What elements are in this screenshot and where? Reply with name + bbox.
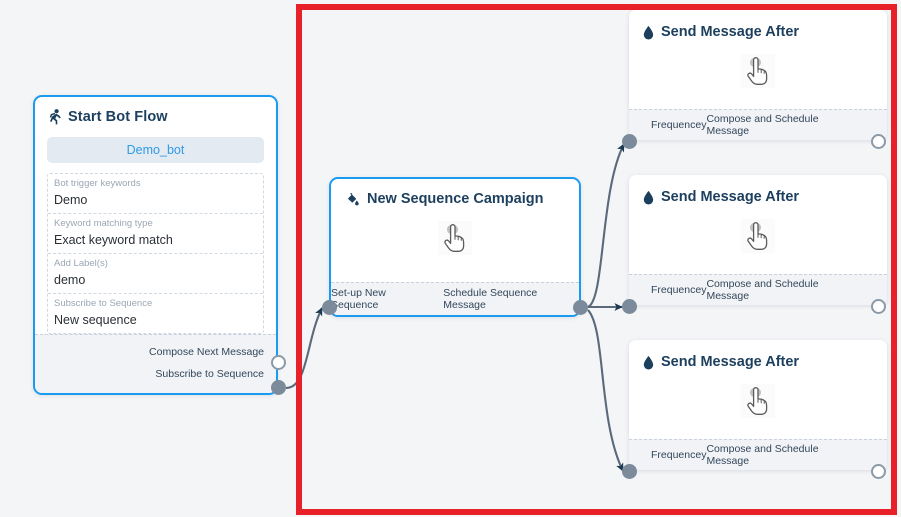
edge-subscribe-to-setup [285,307,323,390]
card-1-body [629,40,887,102]
card-2-header: Send Message After [629,175,887,205]
card-2-title: Send Message After [661,189,800,205]
port-label-frequencey: Frequencey [651,284,707,296]
node-send-message-after-2[interactable]: Send Message After Frequencey Compose an… [629,175,887,305]
field-label: Add Label(s) [54,258,108,269]
field-label: Bot trigger keywords [54,178,141,189]
edge-schedule-to-card-1 [587,143,625,308]
port-frequencey-3[interactable] [622,464,637,479]
port-setup-new-sequence[interactable] [322,300,337,315]
bot-name-pill[interactable]: Demo_bot [47,137,264,163]
node-start-bot-flow[interactable]: Start Bot Flow Demo_bot Bot trigger keyw… [33,95,278,395]
pointing-hand-cursor-icon [438,221,472,255]
port-label-setup-new-sequence: Set-up New Sequence [331,287,386,311]
field-bot-trigger-keywords[interactable]: Bot trigger keywords Demo [48,174,263,214]
card-1-header: Send Message After [629,10,887,40]
start-node-title: Start Bot Flow [68,109,168,125]
card-3-body [629,370,887,432]
start-node-footer: Compose Next Message Subscribe to Sequen… [35,334,276,393]
port-compose-and-schedule-message-2[interactable] [871,299,886,314]
field-label: Subscribe to Sequence [54,298,153,309]
port-compose-and-schedule-message-3[interactable] [871,464,886,479]
port-label-compose-and-schedule-message: Compose and Schedule Message [706,443,819,467]
port-schedule-sequence-message[interactable] [573,300,588,315]
field-value: New sequence [54,313,137,327]
node-send-message-after-1[interactable]: Send Message After Frequencey Compose an… [629,10,887,140]
field-label: Keyword matching type [54,218,153,229]
port-frequencey-2[interactable] [622,299,637,314]
node-send-message-after-3[interactable]: Send Message After Frequencey Compose an… [629,340,887,470]
port-label-compose-next-message: Compose Next Message [149,346,264,358]
field-keyword-matching-type[interactable]: Keyword matching type Exact keyword matc… [48,214,263,254]
pointing-hand-cursor-icon [741,384,775,418]
card-3-footer: Frequencey Compose and Schedule Message [629,439,887,470]
port-label-compose-and-schedule-message: Compose and Schedule Message [706,113,819,137]
port-label-frequencey: Frequencey [651,119,707,131]
node-new-sequence-campaign[interactable]: New Sequence Campaign Set-up New Sequenc… [329,177,581,317]
card-3-header: Send Message After [629,340,887,370]
port-label-frequencey: Frequencey [651,449,707,461]
port-compose-and-schedule-message-1[interactable] [871,134,886,149]
pointing-hand-cursor-icon [741,54,775,88]
sequence-node-title: New Sequence Campaign [367,191,544,207]
field-add-labels[interactable]: Add Label(s) demo [48,254,263,294]
water-drop-icon [643,190,654,205]
sequence-node-header: New Sequence Campaign [331,179,579,207]
port-subscribe-to-sequence[interactable] [271,380,286,395]
start-node-header: Start Bot Flow [35,97,276,133]
port-label-subscribe-to-sequence: Subscribe to Sequence [155,368,264,380]
field-value: Demo [54,193,88,207]
edge-schedule-to-card-3 [587,309,624,472]
port-row-subscribe-to-sequence[interactable]: Subscribe to Sequence [47,363,264,385]
field-value: demo [54,273,86,287]
card-2-footer: Frequencey Compose and Schedule Message [629,274,887,305]
card-3-title: Send Message After [661,354,800,370]
card-2-body [629,205,887,267]
card-1-title: Send Message After [661,24,800,40]
pointing-hand-cursor-icon [741,219,775,253]
port-compose-next-message[interactable] [271,355,286,370]
port-label-schedule-sequence-message: Schedule Sequence Message [443,287,538,311]
sequence-node-body [331,207,579,269]
port-row-compose-next-message[interactable]: Compose Next Message [47,341,264,363]
paint-bucket-icon [345,192,360,207]
running-person-icon [49,109,62,125]
sequence-node-footer: Set-up New Sequence Schedule Sequence Me… [331,282,579,315]
port-frequencey-1[interactable] [622,134,637,149]
start-node-fields: Bot trigger keywords Demo Keyword matchi… [47,173,264,334]
water-drop-icon [643,25,654,40]
field-value: Exact keyword match [54,233,173,247]
water-drop-icon [643,355,654,370]
card-1-footer: Frequencey Compose and Schedule Message [629,109,887,140]
port-label-compose-and-schedule-message: Compose and Schedule Message [706,278,819,302]
field-subscribe-to-sequence[interactable]: Subscribe to Sequence New sequence [48,294,263,333]
